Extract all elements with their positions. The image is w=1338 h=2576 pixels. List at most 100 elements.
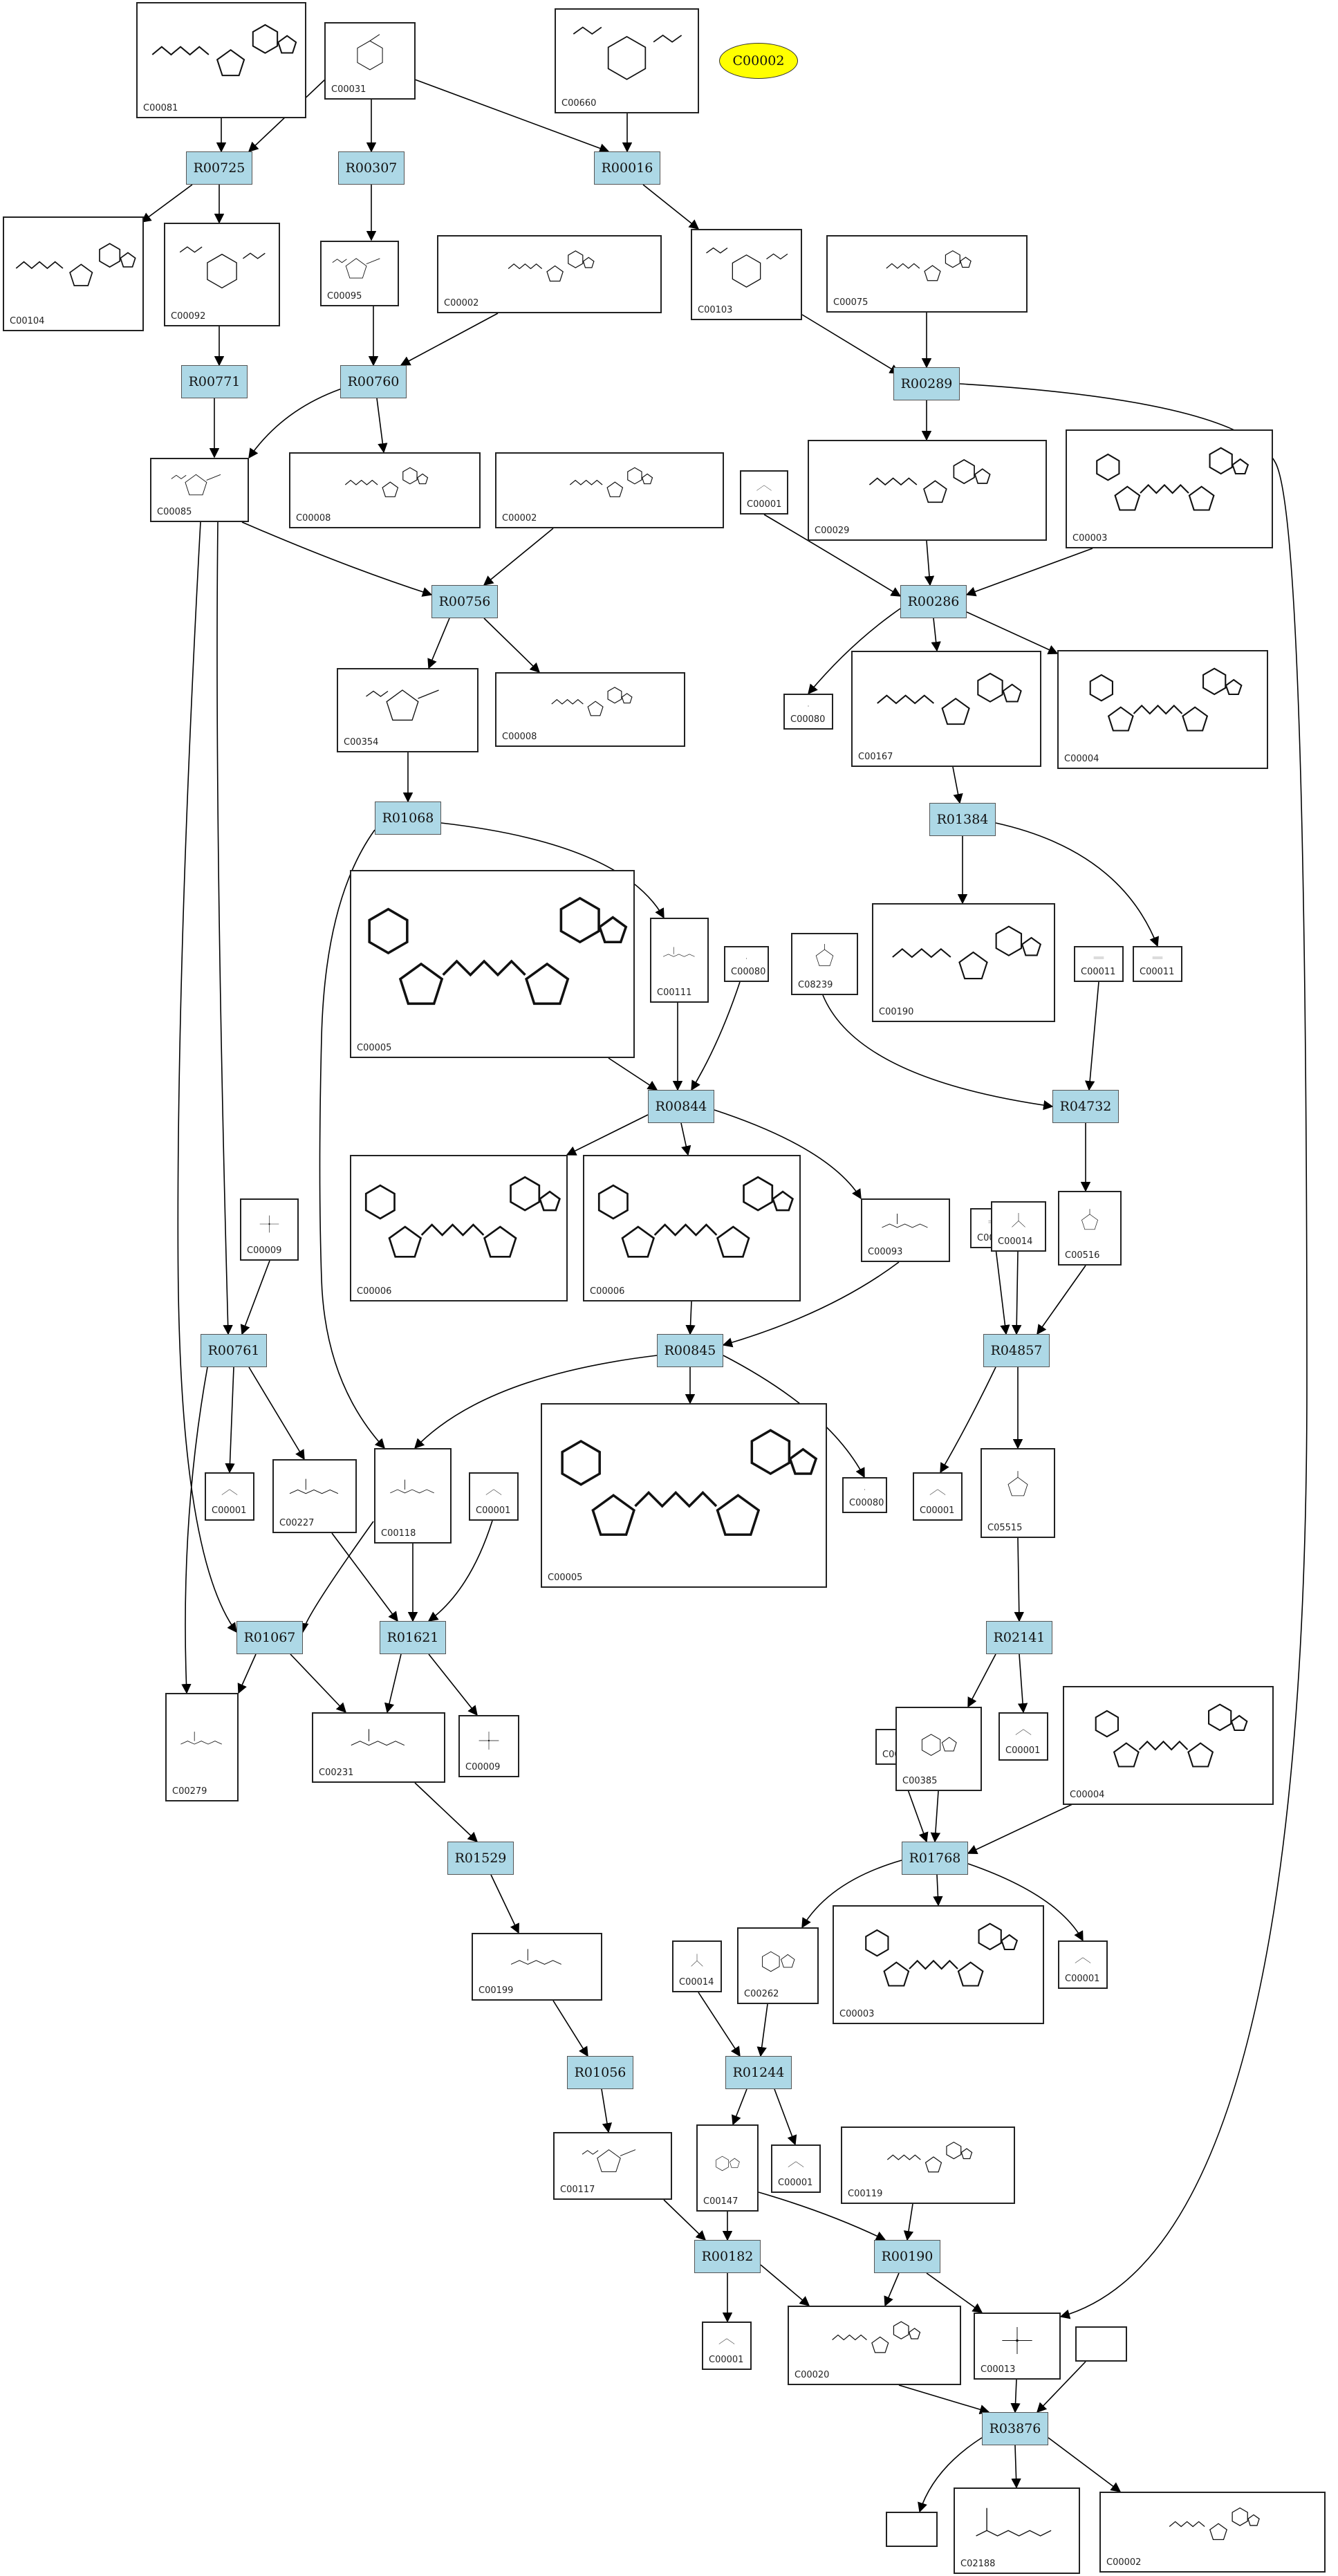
compound-c00262[interactable]: C00262 xyxy=(737,1927,819,2004)
compound-c00003[interactable]: C00003 xyxy=(833,1905,1044,2024)
reaction-r01244[interactable]: R01244 xyxy=(725,2056,792,2089)
reaction-r00725[interactable]: R00725 xyxy=(186,151,252,185)
compound-c05515[interactable]: C05515 xyxy=(981,1448,1055,1538)
compound-c08239[interactable]: C08239 xyxy=(791,933,858,995)
compound-c00227[interactable]: C00227 xyxy=(272,1459,357,1533)
compound-c00006[interactable]: C00006 xyxy=(583,1155,801,1301)
compound-c00117[interactable]: C00117 xyxy=(553,2132,672,2200)
compound-c00001[interactable]: C00001 xyxy=(740,470,788,515)
compound-c00004[interactable]: C00004 xyxy=(1063,1686,1274,1805)
compound-c00014[interactable]: C00014 xyxy=(991,1201,1046,1252)
compound-unlabeled[interactable] xyxy=(1075,2326,1127,2362)
reaction-r01768[interactable]: R01768 xyxy=(902,1842,968,1875)
edge-n_c00516-R04857 xyxy=(1037,1265,1086,1335)
reaction-r00760[interactable]: R00760 xyxy=(340,365,407,398)
compound-c00111[interactable]: C00111 xyxy=(650,918,709,1003)
compound-c00005[interactable]: C00005 xyxy=(350,870,635,1058)
reaction-r00307[interactable]: R00307 xyxy=(338,151,405,185)
compound-c00085[interactable]: C00085 xyxy=(150,458,249,522)
reaction-r00844[interactable]: R00844 xyxy=(648,1090,714,1123)
compound-c00119[interactable]: C00119 xyxy=(841,2126,1015,2204)
reaction-r01067[interactable]: R01067 xyxy=(236,1621,303,1654)
compound-c00104[interactable]: C00104 xyxy=(3,216,144,331)
compound-c00516[interactable]: C00516 xyxy=(1058,1191,1122,1266)
structure-icon xyxy=(508,250,595,282)
reaction-r00286[interactable]: R00286 xyxy=(900,585,967,618)
edge-n_c00029-R00286 xyxy=(924,540,935,586)
compound-c00279[interactable]: C00279 xyxy=(165,1693,239,1801)
compound-id-label: C00013 xyxy=(981,2364,1016,2375)
compound-c00354[interactable]: C00354 xyxy=(337,668,478,752)
compound-c00008[interactable]: C00008 xyxy=(495,672,685,747)
edge-R01056-n_c00117 xyxy=(601,2088,613,2133)
compound-c02188[interactable]: C02188 xyxy=(954,2487,1080,2574)
reaction-r04732[interactable]: R04732 xyxy=(1052,1090,1119,1123)
compound-c00092[interactable]: C00092 xyxy=(164,223,280,326)
compound-c00029[interactable]: C00029 xyxy=(808,440,1047,541)
reaction-r00771[interactable]: R00771 xyxy=(181,365,248,398)
reaction-r04857[interactable]: R04857 xyxy=(983,1334,1050,1367)
compound-id-label: C00002 xyxy=(444,298,479,308)
compound-c00006[interactable]: C00006 xyxy=(350,1155,568,1301)
compound-c00103[interactable]: C00103 xyxy=(691,229,802,320)
compound-c00001[interactable]: C00001 xyxy=(913,1472,963,1521)
compound-c00075[interactable]: C00075 xyxy=(826,235,1028,313)
compound-id-label: C00005 xyxy=(548,1573,583,1583)
compound-c00118[interactable]: C00118 xyxy=(374,1448,452,1544)
compound-c00093[interactable]: C00093 xyxy=(861,1198,950,1262)
compound-c00081[interactable]: C00081 xyxy=(136,2,306,118)
compound-c00003[interactable]: C00003 xyxy=(1066,429,1273,548)
compound-c00385[interactable]: C00385 xyxy=(895,1707,982,1791)
compound-c00011[interactable]: C00011 xyxy=(1133,946,1182,982)
compound-c00001[interactable]: C00001 xyxy=(998,1712,1048,1761)
compound-c00660[interactable]: C00660 xyxy=(555,8,699,113)
reaction-r01068[interactable]: R01068 xyxy=(375,801,441,835)
reaction-r00190[interactable]: R00190 xyxy=(874,2240,940,2273)
compound-c00031[interactable]: C00031 xyxy=(324,22,416,100)
reaction-r00016[interactable]: R00016 xyxy=(594,151,660,185)
compound-c00190[interactable]: C00190 xyxy=(872,903,1055,1022)
compound-c00014[interactable]: C00014 xyxy=(672,1940,722,1992)
compound-unlabeled[interactable] xyxy=(886,2512,938,2547)
compound-c00002[interactable]: C00002 xyxy=(1099,2492,1326,2573)
compound-c00009[interactable]: C00009 xyxy=(240,1198,299,1261)
reaction-r02141[interactable]: R02141 xyxy=(986,1621,1052,1654)
compound-c00009[interactable]: C00009 xyxy=(458,1715,519,1777)
compound-c00001[interactable]: C00001 xyxy=(205,1472,254,1521)
compound-c00080[interactable]: C00080 xyxy=(842,1477,887,1513)
compound-c00001[interactable]: C00001 xyxy=(1058,1940,1108,1989)
structure-icon xyxy=(882,1214,928,1228)
reaction-r00756[interactable]: R00756 xyxy=(431,585,498,618)
compound-c00008[interactable]: C00008 xyxy=(289,452,481,528)
compound-c00147[interactable]: C00147 xyxy=(696,2124,759,2212)
reaction-r01621[interactable]: R01621 xyxy=(380,1621,446,1654)
structure-icon xyxy=(582,2149,636,2172)
compound-c00001[interactable]: C00001 xyxy=(469,1472,519,1521)
reaction-r01529[interactable]: R01529 xyxy=(447,1842,514,1875)
compound-c00013[interactable]: C00013 xyxy=(974,2313,1061,2380)
reaction-r03876[interactable]: R03876 xyxy=(982,2412,1048,2445)
compound-c00011[interactable]: C00011 xyxy=(1074,946,1124,982)
reaction-r00289[interactable]: R00289 xyxy=(893,367,960,400)
compound-c00080[interactable]: C00080 xyxy=(783,694,833,730)
compound-c00167[interactable]: C00167 xyxy=(851,651,1041,767)
compound-c00005[interactable]: C00005 xyxy=(541,1403,827,1588)
compound-id-label: C00001 xyxy=(778,2178,813,2188)
compound-c00020[interactable]: C00020 xyxy=(788,2306,961,2385)
edge-R00725-n_c00104 xyxy=(140,184,193,223)
compound-c00001[interactable]: C00001 xyxy=(702,2322,752,2370)
reaction-r00182[interactable]: R00182 xyxy=(694,2240,761,2273)
compound-c00199[interactable]: C00199 xyxy=(472,1933,602,2001)
reaction-r01056[interactable]: R01056 xyxy=(567,2056,633,2089)
compound-c00080[interactable]: C00080 xyxy=(724,946,769,982)
compound-c00002[interactable]: C00002 xyxy=(437,235,662,313)
compound-c00001[interactable]: C00001 xyxy=(771,2144,821,2193)
compound-c00004[interactable]: C00004 xyxy=(1057,650,1268,769)
compound-c00231[interactable]: C00231 xyxy=(312,1712,445,1783)
compound-c00002[interactable]: C00002 xyxy=(495,452,724,528)
reaction-r01384[interactable]: R01384 xyxy=(929,803,996,836)
compound-c00095[interactable]: C00095 xyxy=(320,241,399,306)
reaction-r00845[interactable]: R00845 xyxy=(657,1334,723,1367)
legend-label: C00002 xyxy=(732,53,785,68)
reaction-r00761[interactable]: R00761 xyxy=(201,1334,267,1367)
